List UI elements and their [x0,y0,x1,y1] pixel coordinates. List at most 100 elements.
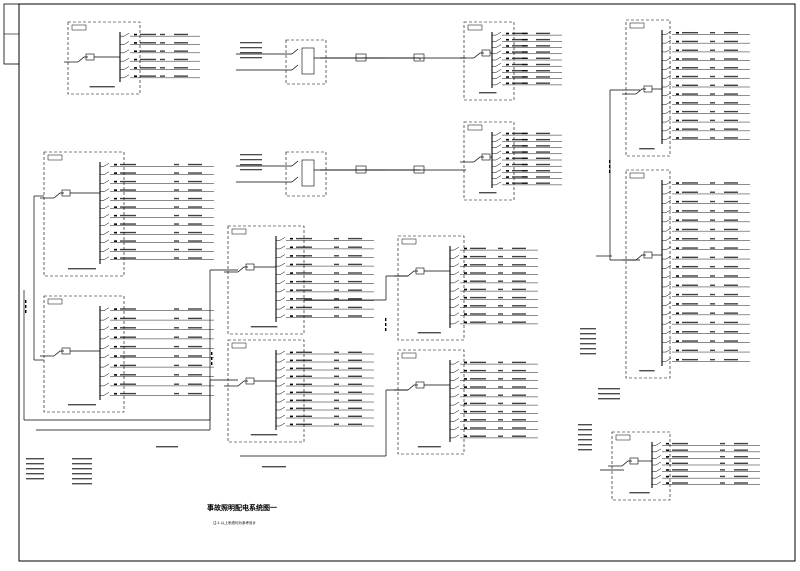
source-ats [301,47,315,75]
note-mark [580,338,596,340]
circuit-mark [290,255,293,257]
circuit-load-mark [174,355,179,357]
circuit-breaker [103,354,110,358]
circuit-breaker [453,401,460,406]
circuit-breaker [103,171,110,175]
circuit-breaker [103,307,110,311]
circuit-breaker [103,363,110,368]
circuit-cable-mark [470,427,486,429]
circuit-desc-mark [724,256,738,259]
circuit-cable-mark [120,327,136,329]
circuit-desc-mark [536,170,550,172]
circuit-desc-mark [188,223,202,225]
circuit-cable-mark [120,336,136,338]
circuit-cable-mark [682,128,698,130]
circuit-mark [114,383,117,386]
circuit-load-mark [174,364,179,367]
circuit-desc-mark [536,57,550,59]
circuit-cable-mark [120,163,136,166]
circuit-mark [464,378,467,380]
circuit-breaker [453,385,460,389]
circuit-cable-mark [512,176,528,178]
circuit-cable-mark [682,58,698,60]
circuit-cable-mark [682,349,698,352]
circuit-mark [464,288,467,291]
circuit-load-mark [710,256,715,259]
circuit-breaker [279,358,286,363]
cable-annotation-mark [211,357,213,360]
circuit-desc-mark [188,345,202,348]
circuit-cable-mark [120,180,136,183]
circuit-mark [676,349,679,352]
circuit-desc-mark [536,163,550,166]
circuit-mark [676,275,679,277]
circuit-desc-mark [724,182,738,184]
note-mark [72,463,92,465]
circuit-load-mark [498,305,503,307]
circuit-mark [676,358,679,361]
circuit-breaker [495,144,502,148]
cable-annotation-mark [211,352,213,355]
circuit-mark [464,427,467,429]
source-switch [291,176,299,183]
circuit-load-mark [710,265,715,268]
circuit-mark [464,272,467,274]
circuit-mark [290,383,293,386]
circuit-load-mark [334,359,339,361]
circuit-desc-mark [188,327,202,329]
source-meter [355,53,367,62]
circuit-desc-mark [348,315,362,317]
circuit-cable-mark [120,231,136,234]
circuit-load-mark [498,435,503,437]
circuit-cable-mark [682,31,698,34]
circuit-load-mark [498,264,503,266]
circuit-cable-mark [470,321,486,323]
circuit-cable-mark [296,399,312,401]
cable-annotation-mark [25,310,27,313]
circuit-desc-mark [188,214,202,217]
circuit-cable-mark [120,223,136,225]
circuit-cable-mark [140,42,156,44]
panel-tag [231,342,247,349]
circuit-cable-mark [682,275,698,277]
circuit-breaker [279,271,286,275]
circuit-breaker [453,393,460,398]
circuit-cable-mark [512,38,528,41]
circuit-desc-mark [512,410,526,413]
panel-boundary [397,235,465,341]
note-mark [72,468,92,470]
circuit-mark [464,264,467,266]
circuit-load-mark [710,102,715,104]
source-switch [291,48,299,55]
circuit-load-mark [334,415,339,417]
circuit-desc-mark [724,293,738,296]
circuit-cable-mark [672,449,688,451]
circuit-breaker [279,406,286,411]
incoming-breaker [635,254,646,261]
circuit-cable-mark [682,256,698,259]
circuit-load-mark [522,63,527,66]
circuit-cable-mark [512,170,528,172]
wires-layer [22,57,795,562]
circuit-cable-mark [470,247,486,250]
circuit-mark [506,70,509,72]
circuit-mark [114,345,117,348]
circuit-load-mark [174,248,179,251]
note-mark [580,328,596,330]
circuit-breaker [103,231,110,235]
circuit-load-mark [710,247,715,249]
panel-tag [47,298,63,305]
circuit-breaker [103,256,110,260]
circuit-load-mark [720,469,725,471]
circuit-load-mark [720,482,725,484]
circuit-desc-mark [724,200,738,203]
circuit-desc-mark [348,367,362,369]
circuit-mark [290,263,293,266]
circuit-cable-mark [470,280,486,282]
circuit-cable-mark [682,137,698,139]
circuit-desc-mark [512,305,526,307]
circuit-load-mark [498,386,503,388]
circuit-load-mark [522,76,527,78]
circuit-load-mark [334,298,339,300]
